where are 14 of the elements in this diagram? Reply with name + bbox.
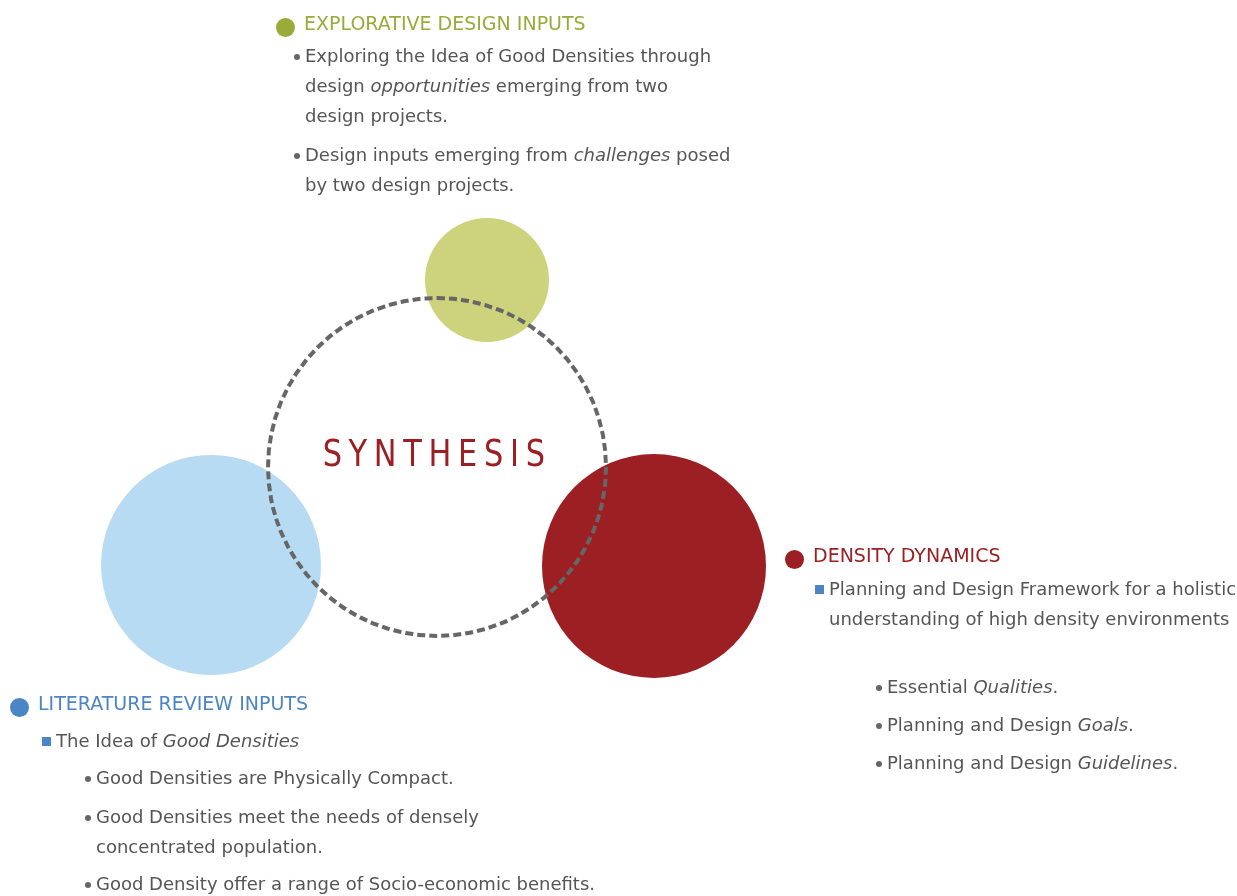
bullet-text: The Idea of Good Densities [56, 729, 300, 753]
section-heading: DENSITY DYNAMICS [813, 543, 1001, 568]
bullet-text: Planning and Design Framework for a holistic understanding of high density environments [829, 577, 1237, 631]
bullet-text: Good Densities meet the needs of densely concentrated population. [96, 805, 480, 859]
bullet-text: Design inputs emerging from challenges posed by two design projects. [305, 143, 732, 197]
bullet-text: Planning and Design Guidelines. [887, 751, 1179, 775]
section-heading: EXPLORATIVE DESIGN INPUTS [304, 11, 586, 36]
bullet-text: Planning and Design Goals. [887, 713, 1134, 737]
circle-title: SYNTHESIS [322, 434, 552, 472]
bullet-text: Good Densities are Physically Compact. [96, 766, 454, 790]
bullet-text: Exploring the Idea of Good Densities through design opportunities emerging from two design projects. [305, 44, 713, 128]
bullet-text: Good Density offer a range of Socio-economic benefits. [96, 872, 595, 896]
section-heading: LITERATURE REVIEW INPUTS [38, 691, 308, 716]
bullet-text: Essential Qualities. [887, 675, 1059, 699]
